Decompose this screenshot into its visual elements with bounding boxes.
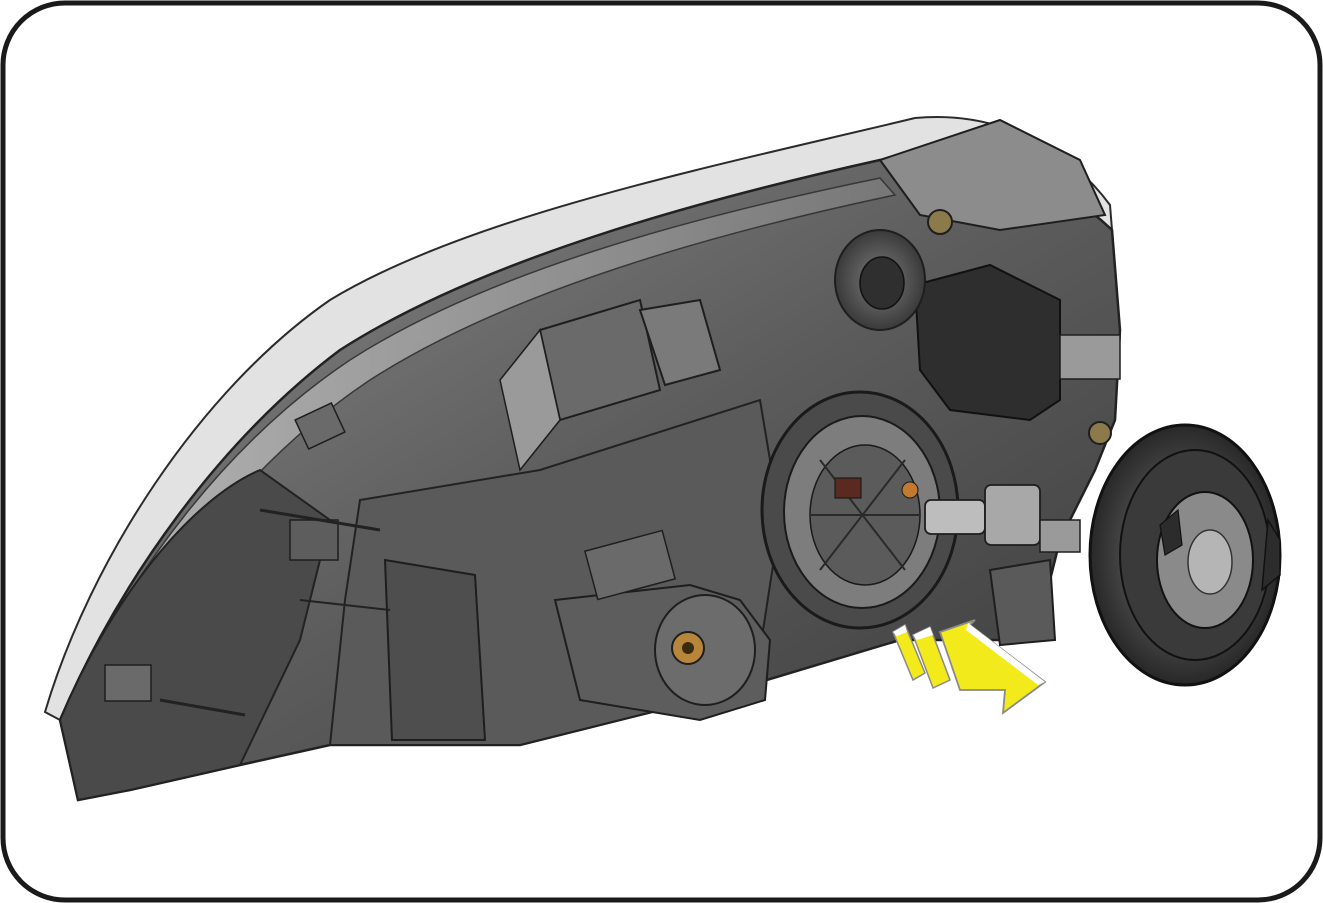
bulb-socket-opening [760,390,960,630]
headlamp-bulb [924,484,1081,553]
install-direction-arrow-icon [892,619,1047,715]
mounting-bolt-upper [927,209,1112,445]
headlamp-housing [43,116,1122,802]
leveling-motor [553,529,772,722]
mounting-bolt-lower [671,631,705,665]
dust-cover-cap [1088,423,1282,687]
